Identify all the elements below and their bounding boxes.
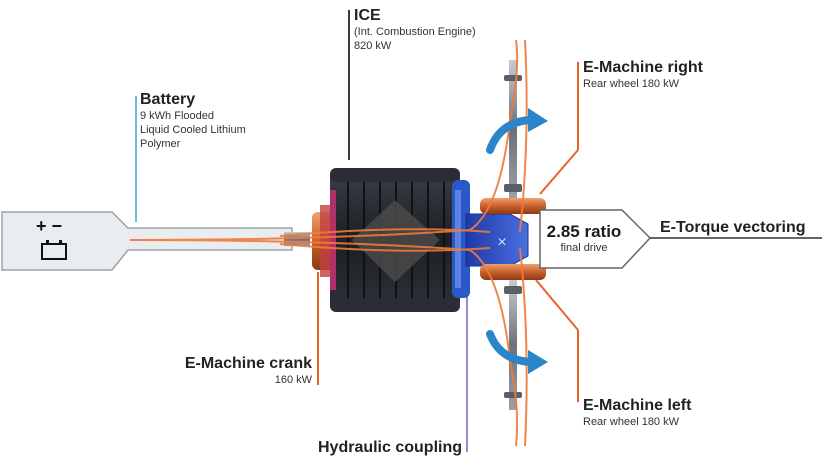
ice-desc-line2: 820 kW — [354, 39, 392, 52]
ratio-value: 2.85 ratio — [546, 222, 622, 241]
ice-engine-edge — [330, 190, 336, 290]
rotation-arrow-bottom-icon — [486, 330, 534, 366]
ratio-chevron-box — [539, 209, 652, 269]
torque-vectoring-label: E-Torque vectoring — [660, 218, 806, 238]
ice-engine-bottom — [330, 298, 460, 312]
emachine-right-label: E-Machine right Rear wheel 180 kW — [583, 58, 703, 92]
hydraulic-coupling-highlight — [455, 190, 461, 288]
rear-axle-shaft-bottom — [509, 280, 517, 410]
hydraulic-label: Hydraulic coupling — [318, 438, 462, 458]
power-flow-lines — [129, 39, 528, 447]
battery-title: Battery — [140, 91, 196, 108]
rotation-arrow-top-icon — [486, 116, 534, 154]
ice-desc-line1: (Int. Combustion Engine) — [354, 26, 476, 38]
battery-cell-icon — [41, 240, 67, 260]
emachine-left-desc: Rear wheel 180 kW — [583, 416, 679, 428]
crank-ring-red-band — [320, 205, 330, 277]
ratio-label: 2.85 ratio final drive — [544, 222, 624, 254]
emachine-crank-label: E-Machine crank 160 kW — [185, 354, 312, 388]
emachine-crank-desc: 160 kW — [274, 374, 312, 386]
battery-plus-minus-icon: + − — [36, 216, 62, 236]
rotation-arrow-bottom-head — [528, 350, 548, 374]
torque-vectoring-title: E-Torque vectoring — [660, 219, 806, 236]
emachine-right-leader-diag — [539, 149, 579, 195]
ratio-desc: final drive — [560, 242, 608, 254]
rear-drive-cross: × — [497, 234, 506, 251]
rotation-arrow-top-head — [528, 108, 548, 132]
emachine-left-label: E-Machine left Rear wheel 180 kW — [583, 396, 691, 430]
rear-axle-shaft-top — [509, 60, 517, 198]
ice-engine-top — [330, 168, 460, 182]
hydraulic-title: Hydraulic coupling — [317, 439, 462, 456]
battery-desc-line1: 9 kWh Flooded — [140, 110, 214, 122]
rear-axle-joints — [504, 75, 522, 398]
rear-axle-ring-bottom — [480, 264, 546, 280]
ice-title: ICE — [354, 7, 381, 24]
emachine-right-desc: Rear wheel 180 kW — [583, 78, 679, 90]
rear-axle-ring-top — [480, 198, 546, 214]
battery-label: Battery 9 kWh Flooded Liquid Cooled Lith… — [140, 90, 246, 151]
emachine-crank-title: E-Machine crank — [184, 355, 312, 372]
emachine-right-title: E-Machine right — [583, 59, 704, 76]
battery-desc-line2: Liquid Cooled Lithium — [140, 123, 246, 136]
ice-label: ICE (Int. Combustion Engine) 820 kW — [354, 6, 476, 54]
emachine-left-title: E-Machine left — [583, 397, 692, 414]
ice-engine-core — [352, 200, 440, 282]
battery-desc-line3: Polymer — [140, 137, 181, 150]
emachine-left-leader-diag — [535, 279, 579, 331]
